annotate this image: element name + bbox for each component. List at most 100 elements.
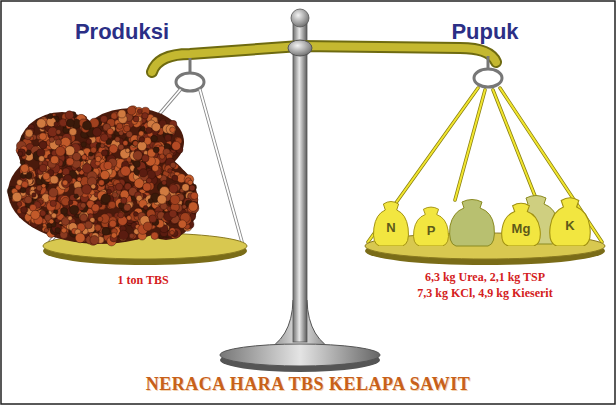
fruitlet	[152, 165, 159, 172]
fruitlet	[152, 123, 161, 132]
fruitlet	[86, 139, 91, 144]
fruitlet	[80, 214, 88, 222]
fruitlet	[56, 130, 61, 135]
fruitlet	[169, 210, 177, 218]
fruitlet	[118, 212, 124, 218]
fruitlet	[74, 194, 79, 199]
fruitlet	[137, 109, 142, 114]
fruitlet	[24, 196, 32, 204]
fruitlet	[31, 210, 40, 219]
fruitlet	[43, 173, 50, 180]
fruitlet	[49, 137, 54, 142]
fruitlet	[188, 180, 193, 185]
fruitlet	[99, 180, 105, 186]
fruitlet	[139, 169, 147, 177]
fruit-bunch	[7, 106, 199, 246]
fruitlet	[157, 195, 166, 204]
fruitlet	[188, 202, 197, 211]
weight-label: 1 ton TBS	[117, 273, 168, 288]
fruitlet	[55, 139, 61, 145]
fertilizer-bag: Mg	[500, 200, 542, 246]
fruitlet	[82, 155, 87, 160]
nutrient-symbol: N	[372, 220, 410, 235]
fruitlet	[32, 193, 36, 197]
fruitlet	[162, 180, 167, 185]
fruitlet	[85, 221, 93, 229]
fruitlet	[142, 155, 149, 162]
fruitlet	[40, 210, 46, 216]
fruitlet	[146, 127, 152, 133]
fruitlet	[90, 236, 99, 245]
fruitlet	[62, 168, 69, 175]
fruitlet	[44, 228, 48, 232]
fruitlet	[118, 144, 124, 150]
fertilizer-bag: N	[372, 198, 410, 246]
fruitlet	[68, 200, 73, 205]
fruitlet	[99, 180, 105, 186]
fruitlet	[111, 233, 117, 239]
fruitlet	[18, 151, 23, 156]
fruitlet	[39, 141, 47, 149]
fruitlet	[95, 224, 102, 231]
fruitlet	[100, 170, 109, 179]
fruitlet	[91, 184, 96, 189]
fruitlet	[124, 204, 131, 211]
fruitlet	[119, 131, 124, 136]
fruitlet	[101, 150, 107, 156]
fertilizer-label: 6,3 kg Urea, 2,1 kg TSP	[425, 270, 545, 285]
fruitlet	[75, 233, 85, 243]
fruitlet	[118, 110, 126, 118]
scale-stand	[220, 9, 380, 372]
fruitlet	[82, 185, 92, 195]
fruitlet	[18, 149, 26, 157]
fruitlet	[54, 122, 59, 127]
fruitlet	[65, 111, 74, 120]
fruitlet	[125, 148, 129, 152]
fruitlet	[119, 230, 129, 240]
fruitlet	[111, 113, 118, 120]
scale-beam	[152, 40, 496, 72]
fruitlet	[143, 183, 151, 191]
fruitlet	[109, 220, 116, 227]
fruitlet	[170, 127, 176, 133]
fruitlet	[36, 185, 42, 191]
fruitlet	[70, 205, 79, 214]
fruitlet	[139, 137, 144, 142]
fruitlet	[115, 137, 120, 142]
fruitlet	[121, 197, 127, 203]
fruitlet	[172, 175, 178, 181]
fruitlet	[80, 203, 85, 208]
fruitlet	[21, 164, 29, 172]
fruitlet	[91, 147, 97, 153]
fruitlet	[133, 212, 138, 217]
fruitlet	[133, 116, 139, 122]
nutrient-symbol: P	[412, 223, 450, 238]
fruitlet	[39, 133, 46, 140]
fruitlet	[115, 183, 122, 190]
pan-heading: Produksi	[75, 19, 169, 45]
fruitlet	[182, 184, 190, 192]
fruitlet	[142, 113, 148, 119]
fruitlet	[133, 161, 140, 168]
fruitlet	[170, 162, 176, 168]
fruitlet	[137, 141, 146, 150]
fertilizer-bag: K	[548, 194, 592, 246]
diagram-title: NERACA HARA TBS KELAPA SAWIT	[146, 374, 470, 395]
pan-heading: Pupuk	[451, 19, 518, 45]
fruitlet	[127, 106, 136, 115]
fruitlet	[98, 216, 103, 221]
fruitlet	[127, 216, 132, 221]
fruitlet	[100, 143, 104, 147]
fruitlet	[61, 228, 66, 233]
fruitlet	[21, 207, 28, 214]
fruitlet	[61, 208, 68, 215]
fruitlet	[17, 201, 22, 206]
fruitlet	[95, 156, 101, 162]
fruitlet	[121, 166, 131, 176]
fruitlet	[139, 131, 144, 136]
fruitlet	[151, 135, 158, 142]
fruitlet	[124, 125, 131, 132]
fruitlet	[25, 129, 33, 137]
nutrient-symbol: Mg	[500, 221, 542, 236]
